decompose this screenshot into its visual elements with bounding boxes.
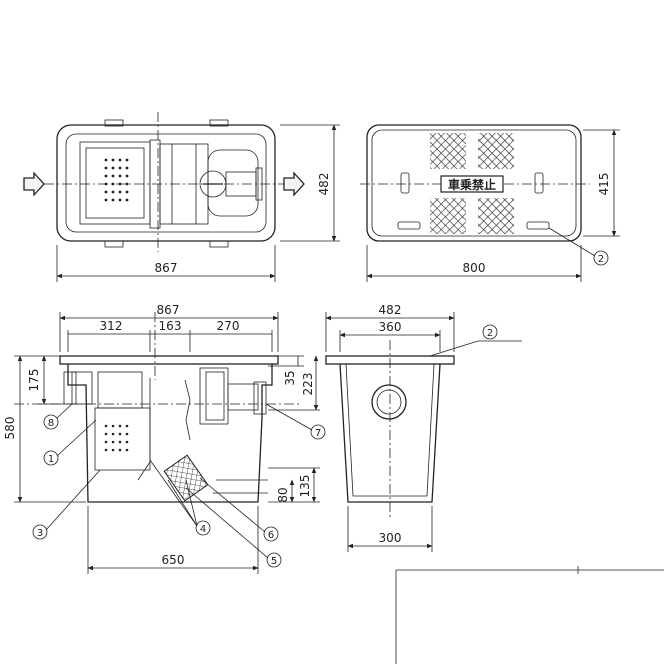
basket-holes: [104, 158, 129, 202]
front-height-label: 580: [3, 417, 17, 440]
svg-text:7: 7: [315, 428, 321, 439]
side-inner-width-label: 360: [379, 320, 402, 334]
callout-4: [195, 520, 211, 536]
front-bottom-width-label: 650: [162, 553, 185, 567]
callout-8: [310, 424, 326, 440]
plan-width-label: 867: [155, 261, 178, 275]
no-vehicle-sign: [440, 175, 504, 193]
side-section-view: 482 360 300 2: [325, 303, 522, 552]
callout-2-top: [593, 250, 609, 266]
svg-text:2: 2: [598, 254, 604, 265]
plan-height-label: 482: [317, 173, 331, 196]
svg-text:3: 3: [37, 528, 43, 539]
svg-text:4: 4: [200, 524, 206, 535]
front-section-view: 867 312 163 270 580 175 650 35 223 135 8…: [3, 303, 326, 574]
callout-5: [266, 552, 282, 568]
inlet-arrow-icon: [23, 171, 45, 197]
plan-view-lid: 車乗禁止 800 415 2: [360, 124, 620, 282]
front-inlet-height-label: 175: [27, 369, 41, 392]
callout-6: [263, 526, 279, 542]
front-basket-holes: [104, 424, 129, 452]
svg-text:6: 6: [268, 530, 274, 541]
lid-width-label: 800: [463, 261, 486, 275]
front-seg3-label: 270: [217, 319, 240, 333]
basket-135-label: 135: [298, 475, 312, 498]
svg-text:2: 2: [487, 328, 493, 339]
title-block-edge: [395, 566, 664, 664]
plan-view-inside: 867 482: [23, 112, 340, 282]
side-bottom-width-label: 300: [379, 531, 402, 545]
outlet-arrow-icon: [283, 171, 305, 197]
side-top-width-label: 482: [379, 303, 402, 317]
outlet-223-label: 223: [301, 373, 315, 396]
front-seg2-label: 163: [159, 319, 182, 333]
callout-2-side: [482, 324, 498, 340]
svg-text:8: 8: [48, 418, 54, 429]
outlet-35-label: 35: [283, 370, 297, 385]
front-seg1-label: 312: [100, 319, 123, 333]
lid-height-label: 415: [597, 173, 611, 196]
svg-text:5: 5: [271, 556, 277, 567]
callout-3: [32, 524, 48, 540]
callout-1: [43, 450, 59, 466]
basket-80-label: 80: [276, 487, 290, 502]
lid-sign-text: 車乗禁止: [448, 177, 496, 192]
front-total-width-label: 867: [157, 303, 180, 317]
svg-text:1: 1: [48, 454, 54, 465]
callout-7: [43, 414, 59, 430]
